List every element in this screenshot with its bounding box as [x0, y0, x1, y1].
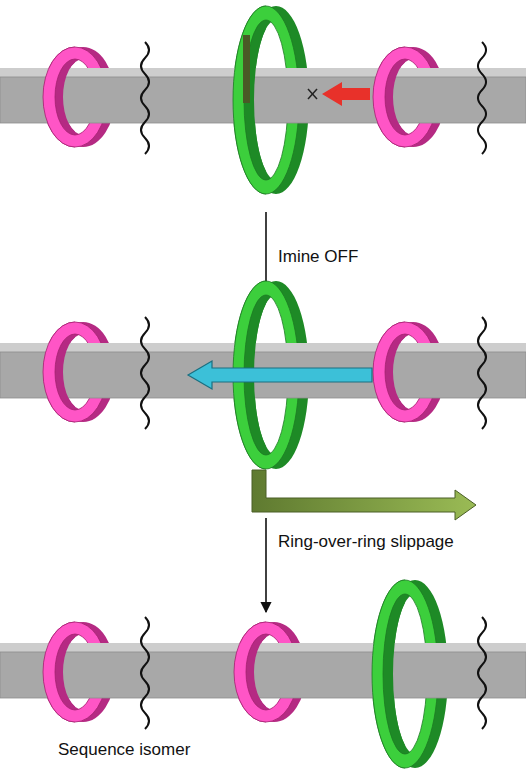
panel-bottom	[0, 580, 526, 768]
axle-front	[0, 652, 526, 698]
imine-bar	[243, 35, 250, 103]
break-mark	[478, 317, 486, 429]
pink-ring-front	[373, 322, 445, 422]
slippage-arrow	[252, 470, 476, 520]
blocked-arrow	[322, 82, 370, 106]
pink-ring-front	[43, 47, 115, 147]
axle-front	[0, 352, 526, 398]
break-mark	[141, 42, 149, 154]
result-label: Sequence isomer	[58, 740, 190, 760]
step-arrow	[265, 518, 267, 612]
panel-middle	[0, 281, 526, 612]
break-mark	[141, 317, 149, 429]
green-ring-front	[372, 580, 448, 768]
break-mark	[478, 617, 486, 729]
axle-front	[0, 77, 526, 123]
pink-ring-front	[43, 322, 115, 422]
panel-top	[0, 6, 526, 302]
pink-ring-front	[234, 622, 306, 722]
axle-top	[0, 643, 526, 652]
axle-top	[0, 68, 526, 77]
break-mark	[141, 617, 149, 729]
axle-top	[0, 343, 526, 352]
shuttle-arrow	[188, 361, 372, 389]
pink-ring-front	[373, 47, 445, 147]
step-label: Imine OFF	[278, 247, 358, 267]
block-cross	[308, 89, 317, 99]
green-ring-front	[233, 6, 309, 194]
step-label: Ring-over-ring slippage	[278, 532, 454, 552]
block-cross	[308, 89, 317, 99]
pink-ring-front	[43, 622, 115, 722]
break-mark	[478, 42, 486, 154]
